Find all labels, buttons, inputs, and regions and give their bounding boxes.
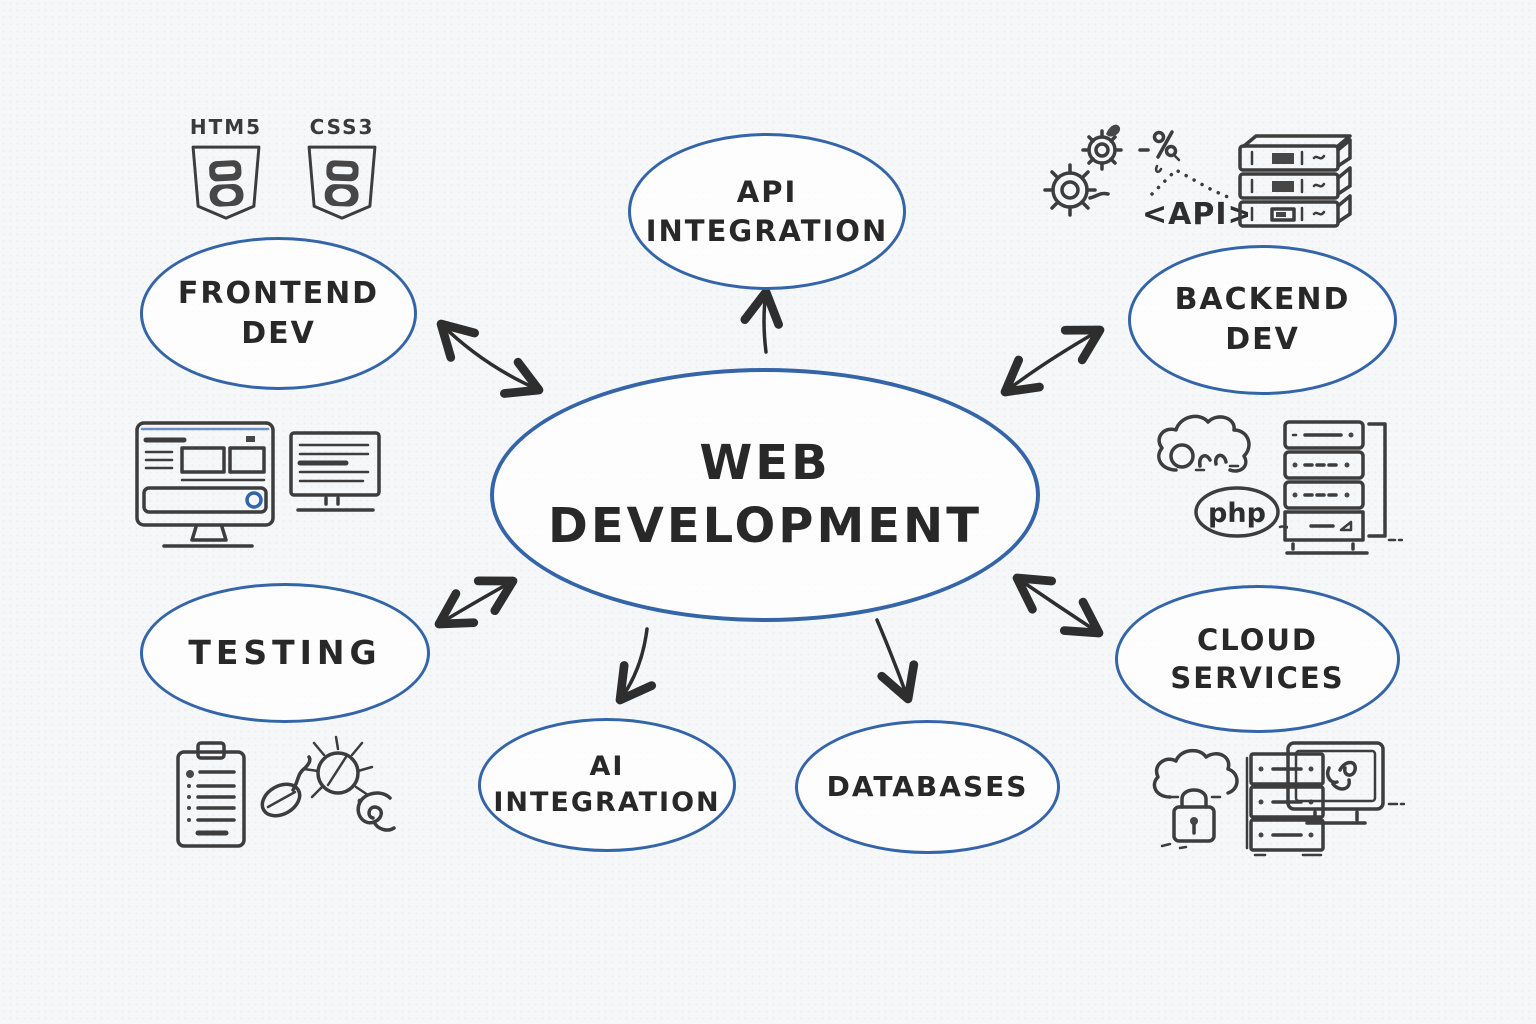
node-label-line: DEVELOPMENT — [548, 498, 982, 554]
arrow-center-ai — [615, 627, 657, 705]
server-stack-icon — [1238, 134, 1352, 228]
node-ai-integration: AI INTEGRATION — [478, 718, 736, 852]
node-cloud-services: CLOUD SERVICES — [1115, 585, 1400, 733]
api-code-tag: <API> — [1142, 168, 1248, 232]
secure-cloud-lock-icon — [1152, 748, 1239, 850]
arrow-center-testing — [434, 576, 518, 629]
node-label-line: INTEGRATION — [493, 787, 721, 818]
node-api-integration: API INTEGRATION — [628, 133, 906, 290]
desktop-browser-icon — [135, 421, 275, 548]
api-tag-text: <API> — [1142, 197, 1248, 232]
gears-icon — [1043, 124, 1123, 217]
monitor-tools-icon — [1286, 741, 1405, 825]
node-label-line: BACKEND — [1174, 282, 1351, 318]
percent-icon — [1138, 130, 1181, 174]
node-label-line: INTEGRATION — [645, 213, 889, 248]
html5-shield-icon — [191, 145, 261, 220]
php-label-text: php — [1208, 498, 1266, 529]
html5-badge-label: HTM5 — [189, 115, 263, 139]
node-web-development: WEB DEVELOPMENT — [490, 368, 1040, 622]
node-label-line: DEV — [1225, 322, 1300, 357]
node-backend-dev: BACKEND DEV — [1128, 245, 1397, 395]
secondary-monitor-icon — [289, 431, 381, 512]
node-frontend-dev: FRONTEND DEV — [140, 237, 417, 390]
arrow-center-databases — [875, 618, 919, 704]
clipboard-checklist-icon — [176, 741, 246, 848]
css3-shield-icon — [307, 145, 377, 220]
arrow-center-api — [740, 287, 783, 354]
node-label-line: WEB — [699, 434, 831, 491]
cloud-icon — [1157, 414, 1251, 473]
arrow-center-backend — [1000, 325, 1105, 397]
bug-icon — [302, 735, 374, 804]
node-testing: TESTING — [140, 583, 430, 723]
arrow-center-frontend — [436, 319, 544, 398]
swirl-icon — [356, 791, 396, 832]
node-label-line: DEV — [241, 315, 316, 351]
node-databases: DATABASES — [795, 720, 1060, 854]
server-rack-icon — [1283, 420, 1403, 555]
arrow-center-cloud — [1012, 573, 1104, 638]
node-label-line: AI — [589, 751, 625, 783]
node-label-line: CLOUD — [1196, 622, 1318, 657]
node-label-line: TESTING — [188, 633, 382, 673]
css3-badge-label: CSS3 — [309, 115, 375, 139]
node-label-line: DATABASES — [826, 769, 1029, 803]
node-label-line: FRONTEND — [177, 275, 380, 311]
node-label-line: SERVICES — [1170, 661, 1345, 695]
node-label-line: API — [736, 175, 798, 210]
php-badge-icon: php — [1194, 486, 1288, 538]
